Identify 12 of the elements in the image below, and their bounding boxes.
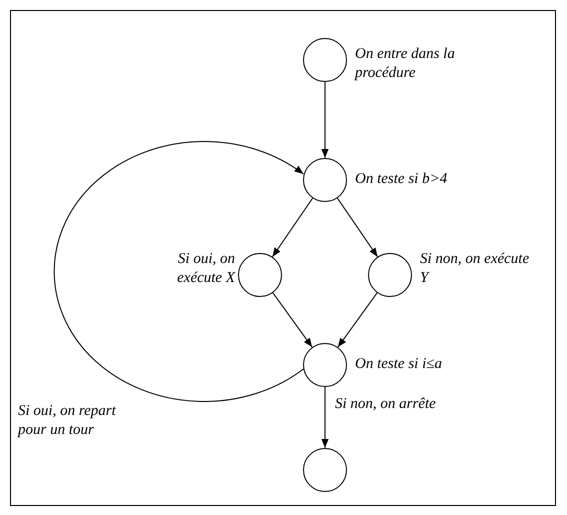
arrow — [337, 292, 378, 348]
arrow — [321, 386, 329, 448]
arrow — [272, 198, 314, 258]
arrow — [54, 141, 304, 402]
step-description: Si oui, on exécute X — [176, 250, 235, 288]
step-description: On entre dans la procédure — [355, 45, 456, 83]
step-description: On teste si i≤a — [355, 355, 443, 374]
step-description: Si non, on exécute Y — [420, 250, 530, 288]
step-description: On teste si b>4 — [355, 170, 448, 189]
arrow — [321, 82, 329, 158]
arrow — [336, 198, 378, 258]
arrow — [272, 292, 313, 348]
